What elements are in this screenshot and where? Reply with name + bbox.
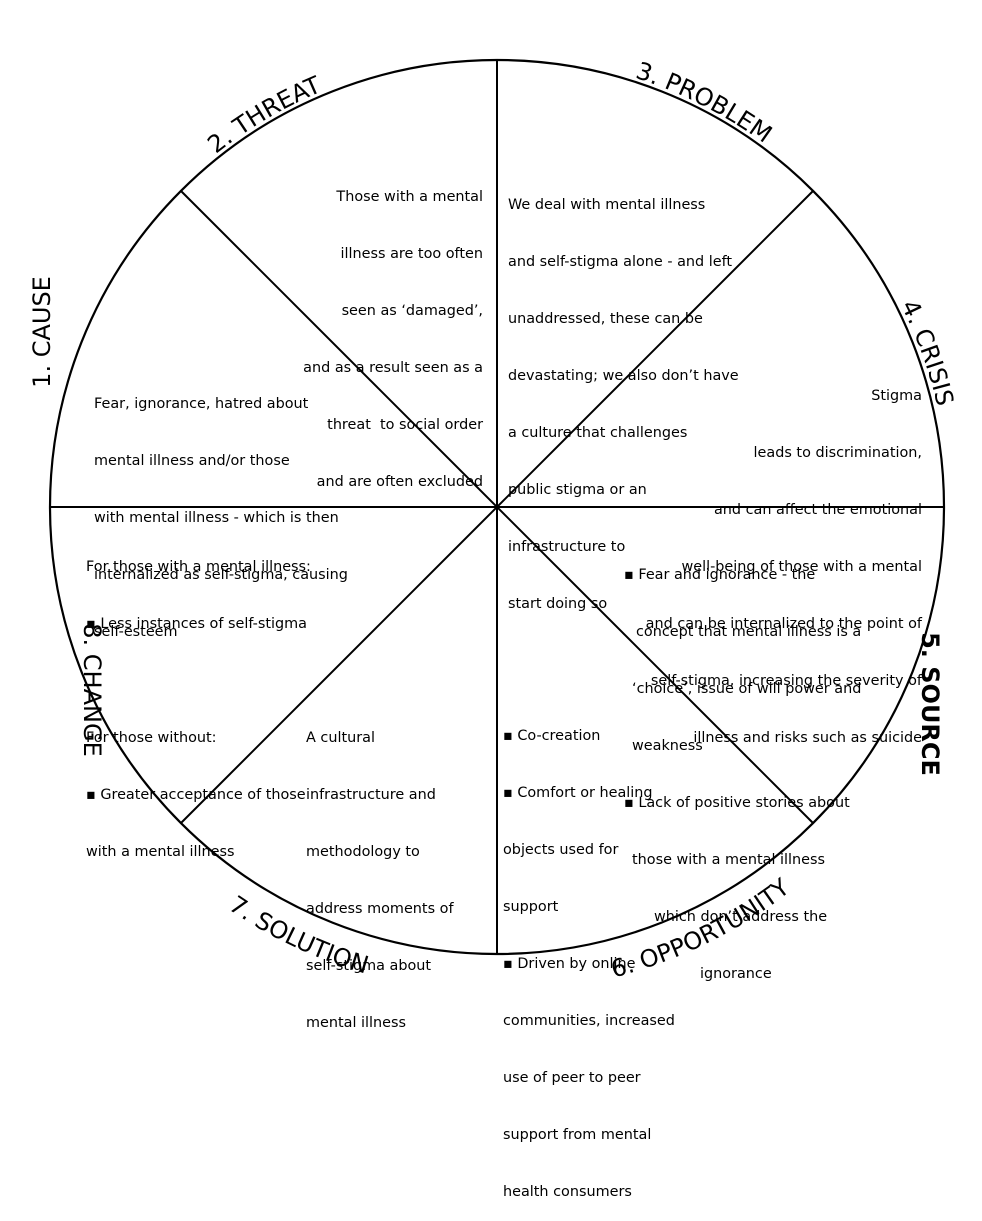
segment-label-source: 5. SOURCE (916, 632, 944, 776)
segment-text-crisis: Stigma leads to discrimination, and can … (645, 388, 922, 746)
segment-label-change: 8. CHANGE (78, 623, 106, 756)
segment-label-cause: 1. CAUSE (28, 276, 56, 388)
divider-diagonal-b (180, 190, 814, 824)
segment-text-threat: Those with a mental illness are too ofte… (303, 189, 483, 490)
segment-text-solution: A cultural infrastructure and methodolog… (306, 730, 454, 1031)
wheel-diagram: 2. THREAT 3. PROBLEM 4. CRISIS 1. CAUSE … (28, 57, 959, 984)
segment-text-problem: We deal with mental illness and self-sti… (508, 197, 739, 612)
segment-label-threat: 2. THREAT (202, 71, 325, 159)
segment-text-cause: Fear, ignorance, hatred about mental ill… (94, 396, 348, 640)
segment-text-source: ▪ Fear and ignorance - the concept that … (624, 567, 862, 982)
segment-label-problem: 3. PROBLEM (633, 57, 777, 149)
segment-text-opportunity: ▪ Co-creation ▪ Comfort or healing objec… (503, 728, 675, 1200)
segment-text-change: For those with a mental illness: ▪ Less … (86, 559, 311, 860)
